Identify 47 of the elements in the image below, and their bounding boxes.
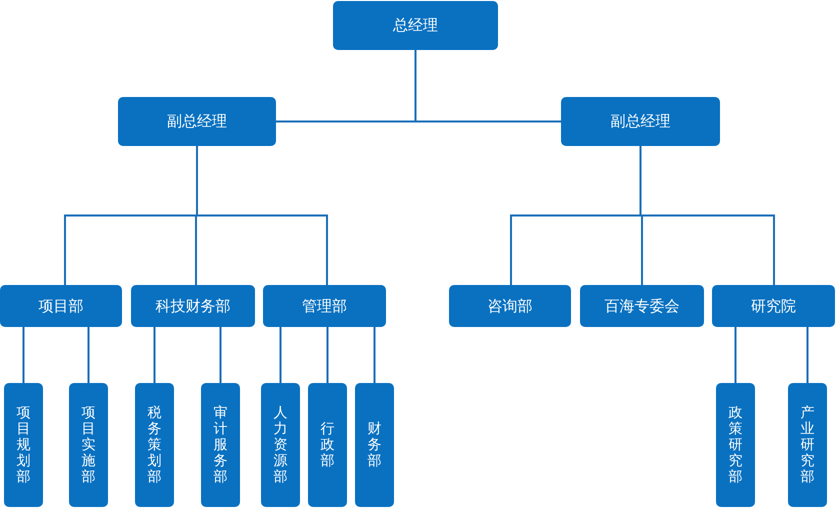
department-name: 项目部 [38,296,84,316]
org-box [333,1,498,50]
department-name: 科技财务部 [156,296,230,316]
department-name: 税务策划部 [148,404,162,486]
connector-line [806,327,808,383]
department-name: 人力资源部 [274,404,288,486]
org-box [580,285,704,327]
org-box [308,383,347,507]
department-name: 政策研究部 [728,404,742,486]
org-box [788,383,827,507]
connector-line [220,327,222,383]
org-box [449,285,571,327]
connector-line [374,327,376,383]
department-name: 副总经理 [167,112,227,131]
department-name: 项目规划部 [16,404,30,486]
department-name: 百海专委会 [604,296,680,316]
connector-line [734,327,736,383]
org-box [261,383,300,507]
connector-line [88,327,90,383]
org-box [135,383,174,507]
org-box [561,97,720,146]
org-box [131,285,255,327]
org-box [4,383,43,507]
department-name: 管理部 [302,296,347,316]
connector-line [196,146,328,285]
department-name: 项目实施部 [82,404,96,486]
org-box [69,383,108,507]
department-name: 审计服务部 [214,404,228,486]
org-box [716,383,755,507]
department-name: 行政部 [320,420,334,470]
connector-line [414,50,561,122]
connector-line [326,327,328,383]
org-box [355,383,394,507]
department-name: 研究院 [751,296,796,316]
department-name: 总经理 [393,16,438,35]
department-name: 产业研究部 [800,404,814,486]
org-box [263,285,386,327]
department-name: 财务部 [368,420,382,470]
connector-line [22,327,24,383]
org-box [0,285,122,327]
connector-line [154,327,156,383]
org-box [712,285,835,327]
org-box [118,97,276,146]
org-box [201,383,240,507]
department-name: 副总经理 [610,112,670,131]
department-name: 咨询部 [488,296,532,316]
connector-line [280,327,282,383]
